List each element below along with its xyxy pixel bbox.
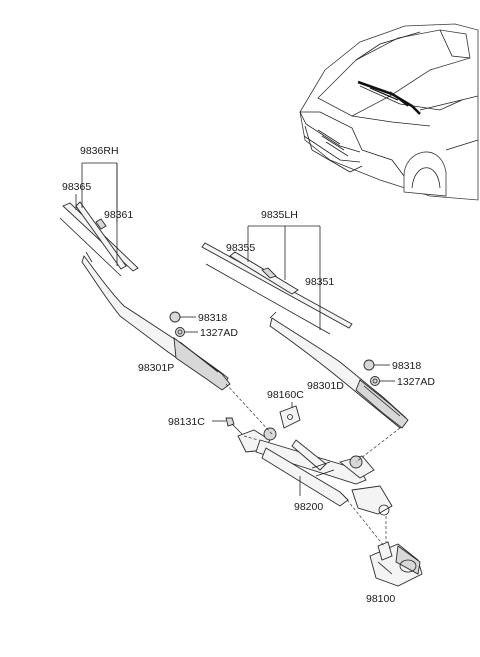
label-1327ad-upper: 1327AD: [200, 327, 238, 339]
label-98131c: 98131C: [168, 416, 205, 428]
label-98160c: 98160C: [267, 389, 304, 401]
cap-98318-upper: [169, 311, 196, 323]
label-1327ad-lower: 1327AD: [397, 376, 435, 388]
label-98318-upper: 98318: [198, 312, 227, 324]
label-98355: 98355: [226, 242, 255, 254]
label-9836rh: 9836RH: [80, 145, 119, 157]
vehicle-locator-illustration: [299, 23, 479, 201]
label-98200: 98200: [294, 501, 323, 513]
label-98351: 98351: [305, 276, 334, 288]
wiper-arm-98301p: [81, 251, 231, 391]
label-98361: 98361: [104, 209, 133, 221]
label-98318-lower: 98318: [392, 360, 421, 372]
label-98100: 98100: [366, 593, 395, 605]
bolt-98131c: [212, 417, 245, 437]
wiper-arm-98301d: [269, 311, 409, 429]
part-labels: 9836RH 98365 98361 9835LH 98355 98351 98…: [62, 145, 435, 605]
label-98301p: 98301P: [138, 362, 174, 374]
assembly-dashed-lines: [225, 383, 401, 547]
lh-wiper-blade: [201, 242, 353, 335]
nut-1327ad-lower: [370, 376, 395, 386]
wiper-motor-98100: [369, 541, 423, 587]
rh-leader-lines: [75, 162, 118, 266]
label-98365: 98365: [62, 181, 91, 193]
cap-98318-lower: [363, 359, 390, 371]
rh-wiper-blade: [59, 201, 139, 277]
nut-1327ad-upper: [175, 327, 198, 337]
label-98301d: 98301D: [307, 380, 344, 392]
wiper-linkage-98200: [237, 427, 393, 516]
label-9835lh: 9835LH: [261, 209, 298, 221]
bracket-98160c: [279, 402, 301, 429]
lh-leader-lines: [247, 225, 321, 330]
